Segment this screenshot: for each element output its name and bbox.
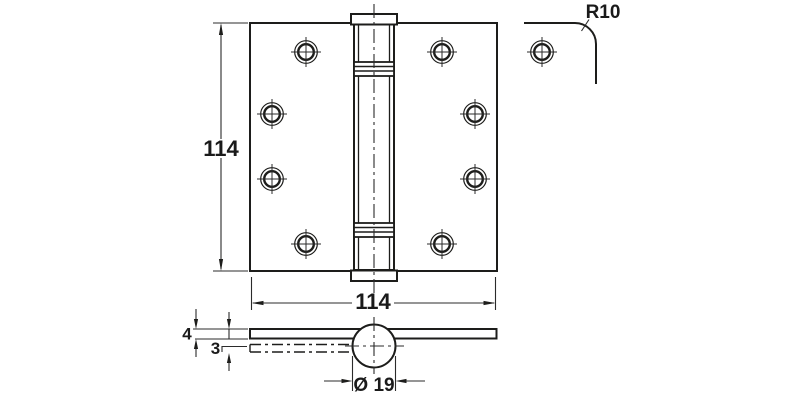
dim-width: 114 bbox=[250, 277, 497, 314]
hinge-side-view: 4 3 Ø 19 bbox=[182, 309, 498, 396]
arrowhead-up bbox=[218, 23, 224, 35]
arrowhead-down bbox=[193, 319, 199, 329]
radius-dim-label: R10 bbox=[586, 2, 621, 23]
arrowhead-left bbox=[251, 300, 264, 306]
width-dim-label: 114 bbox=[355, 289, 391, 314]
dim-leaf-thickness-4: 4 bbox=[182, 309, 248, 357]
height-dim-label: 114 bbox=[203, 136, 239, 161]
arrowhead-right bbox=[341, 378, 353, 384]
radius-leader-line bbox=[581, 19, 590, 32]
second-leaf-phantom bbox=[249, 343, 368, 353]
arrowhead-left bbox=[395, 378, 407, 384]
corner-detail-view: R10 bbox=[524, 2, 620, 84]
corner-screw-hole bbox=[525, 35, 559, 69]
barrel-bearing-band-top bbox=[353, 61, 395, 77]
dim-leaf-thickness-3: 3 bbox=[211, 312, 247, 371]
hinge-front-view: 114 114 bbox=[203, 4, 498, 314]
dim-height: 114 bbox=[203, 22, 248, 272]
extension-line-jogged bbox=[221, 345, 247, 352]
arrowhead-down bbox=[218, 259, 224, 271]
arrowhead-up bbox=[193, 339, 199, 349]
arrowhead-right bbox=[483, 300, 496, 306]
leaf-thickness-3-label: 3 bbox=[211, 339, 220, 358]
arrowhead-down bbox=[226, 319, 232, 329]
knuckle-diameter-label: Ø 19 bbox=[353, 375, 394, 396]
dim-knuckle-diameter: Ø 19 bbox=[324, 356, 425, 396]
arrowhead-up bbox=[226, 353, 232, 363]
corner-outline bbox=[524, 22, 597, 84]
leaf-thickness-4-label: 4 bbox=[182, 325, 192, 344]
